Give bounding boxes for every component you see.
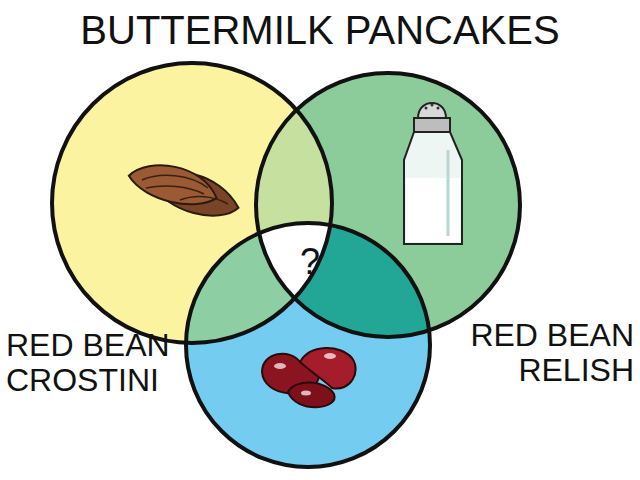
circle-outlines bbox=[52, 63, 520, 467]
yellow-blue-overlap bbox=[186, 223, 430, 467]
blue-circle bbox=[186, 223, 430, 467]
set-title: BUTTERMILK PANCAKES bbox=[20, 8, 620, 52]
almonds-icon bbox=[126, 160, 243, 220]
set-title: RED BEAN CROSTINI bbox=[6, 328, 181, 398]
center-overlap bbox=[186, 223, 430, 467]
green-blue-overlap bbox=[186, 223, 430, 467]
unknown-mark: ? bbox=[290, 242, 330, 282]
set-title: RED BEAN RELISH bbox=[459, 318, 634, 388]
kidney-beans-icon bbox=[262, 348, 356, 407]
salt-shaker-icon bbox=[404, 103, 462, 244]
